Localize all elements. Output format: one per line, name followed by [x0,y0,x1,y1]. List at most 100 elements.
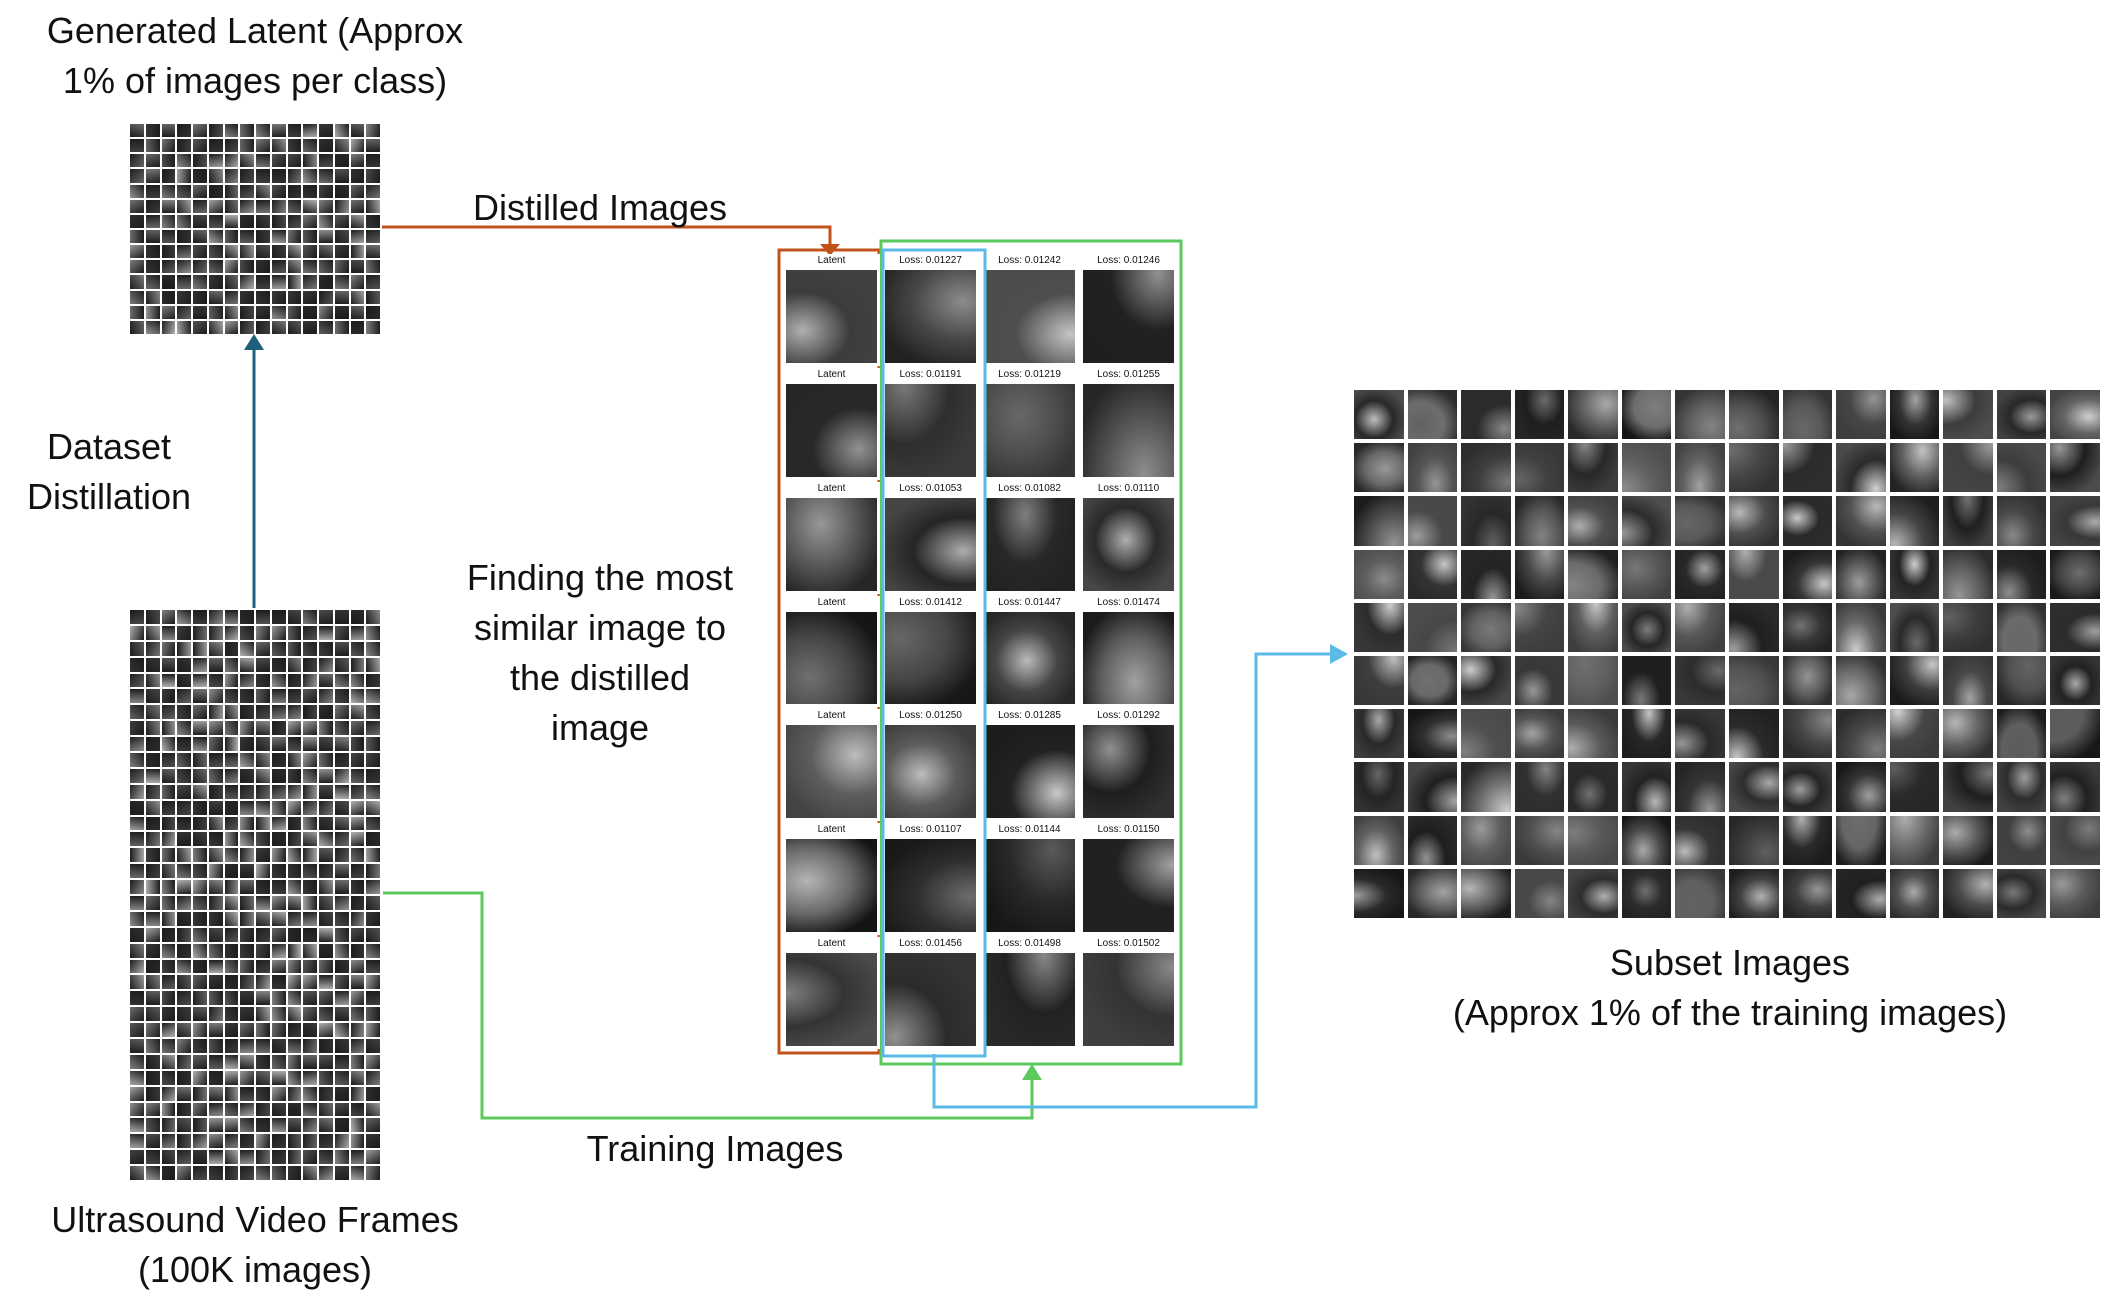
mosaic-thumbnail [208,1166,223,1180]
mosaic-thumbnail [334,721,349,736]
subset-thumbnail [1621,815,1672,865]
mosaic-thumbnail [193,1150,207,1165]
mosaic-thumbnail [224,673,239,688]
mosaic-thumbnail [224,864,239,879]
mosaic-thumbnail [130,169,144,183]
subset-thumbnail [1729,602,1779,652]
mosaic-thumbnail [130,911,144,926]
mosaic-thumbnail [208,1086,223,1101]
mosaic-thumbnail [334,625,349,640]
mosaic-thumbnail [224,184,239,198]
mosaic-thumbnail [224,721,239,736]
mosaic-thumbnail [177,641,191,656]
mosaic-thumbnail [208,721,223,736]
mosaic-thumbnail [161,1023,176,1037]
mosaic-thumbnail [130,290,144,304]
mosaic-thumbnail [319,721,333,736]
mosaic-thumbnail [256,230,270,244]
mosaic-thumbnail [303,848,317,863]
mosaic-thumbnail [334,184,349,198]
mosaic-thumbnail [303,260,317,274]
ultrasound-image [984,839,1075,933]
mosaic-thumbnail [130,184,144,198]
mosaic-thumbnail [161,1118,176,1133]
match-tile: Loss: 0.01246 [1080,254,1177,366]
mosaic-thumbnail [287,184,302,198]
mosaic-thumbnail [145,1070,160,1085]
mosaic-thumbnail [256,1007,270,1022]
mosaic-thumbnail [256,768,270,783]
subset-thumbnail [1354,496,1404,546]
mosaic-thumbnail [145,657,160,672]
ultrasound-image [1083,953,1174,1046]
mosaic-thumbnail [193,154,207,168]
ultrasound-image [1083,839,1174,933]
mosaic-thumbnail [193,214,207,228]
mosaic-thumbnail [287,975,302,990]
mosaic-thumbnail [130,1054,144,1069]
loss-caption: Loss: 0.01144 [981,823,1078,838]
mosaic-thumbnail [256,1070,270,1085]
subset-thumbnail [1461,815,1511,865]
mosaic-thumbnail [271,800,286,815]
mosaic-thumbnail [130,816,144,831]
mosaic-thumbnail [350,880,365,894]
dataset-distillation-label: Dataset Distillation [26,426,192,517]
mosaic-thumbnail [350,1054,365,1069]
mosaic-thumbnail [366,832,380,847]
distilled-images-arrow [382,225,832,246]
mosaic-thumbnail [193,753,207,767]
mosaic-thumbnail [193,625,207,640]
mosaic-thumbnail [319,1102,333,1117]
mosaic-thumbnail [256,169,270,183]
subset-thumbnail [2050,815,2100,865]
mosaic-thumbnail [208,673,223,688]
subset-thumbnail [1621,602,1672,652]
mosaic-thumbnail [161,260,176,274]
mosaic-thumbnail [224,816,239,831]
ultrasound-image [885,611,976,705]
mosaic-thumbnail [287,911,302,926]
subset-thumbnail [1407,709,1458,759]
mosaic-thumbnail [145,1102,160,1117]
mosaic-thumbnail [366,864,380,879]
subset-thumbnail [1889,496,1940,546]
mosaic-thumbnail [130,1118,144,1133]
mosaic-thumbnail [350,959,365,974]
mosaic-thumbnail [334,1054,349,1069]
mosaic-thumbnail [350,1023,365,1037]
mosaic-thumbnail [287,230,302,244]
subset-thumbnail [1889,602,1940,652]
subset-thumbnail [1889,815,1940,865]
match-tile: Loss: 0.01219 [981,367,1078,480]
mosaic-thumbnail [287,275,302,289]
subset-thumbnail [1354,656,1404,706]
mosaic-thumbnail [271,832,286,847]
mosaic-thumbnail [193,784,207,799]
mosaic-thumbnail [240,959,254,974]
mosaic-thumbnail [303,1166,317,1180]
mosaic-thumbnail [145,768,160,783]
subset-thumbnail [1943,496,1993,546]
mosaic-thumbnail [130,721,144,736]
subset-thumbnail [1996,496,2047,546]
mosaic-thumbnail [256,1102,270,1117]
mosaic-thumbnail [130,1134,144,1149]
mosaic-thumbnail [256,959,270,974]
mosaic-thumbnail [177,305,191,319]
mosaic-thumbnail [193,1134,207,1149]
mosaic-thumbnail [224,610,239,624]
mosaic-thumbnail [256,625,270,640]
mosaic-thumbnail [130,1102,144,1117]
mosaic-thumbnail [193,768,207,783]
mosaic-thumbnail [193,1086,207,1101]
mosaic-thumbnail [177,610,191,624]
subset-thumbnail [1889,443,1940,493]
mosaic-thumbnail [208,832,223,847]
mosaic-thumbnail [161,320,176,334]
subset-thumbnail [1407,602,1458,652]
mosaic-thumbnail [130,673,144,688]
mosaic-thumbnail [145,305,160,319]
subset-thumbnail [1354,602,1404,652]
mosaic-thumbnail [319,184,333,198]
